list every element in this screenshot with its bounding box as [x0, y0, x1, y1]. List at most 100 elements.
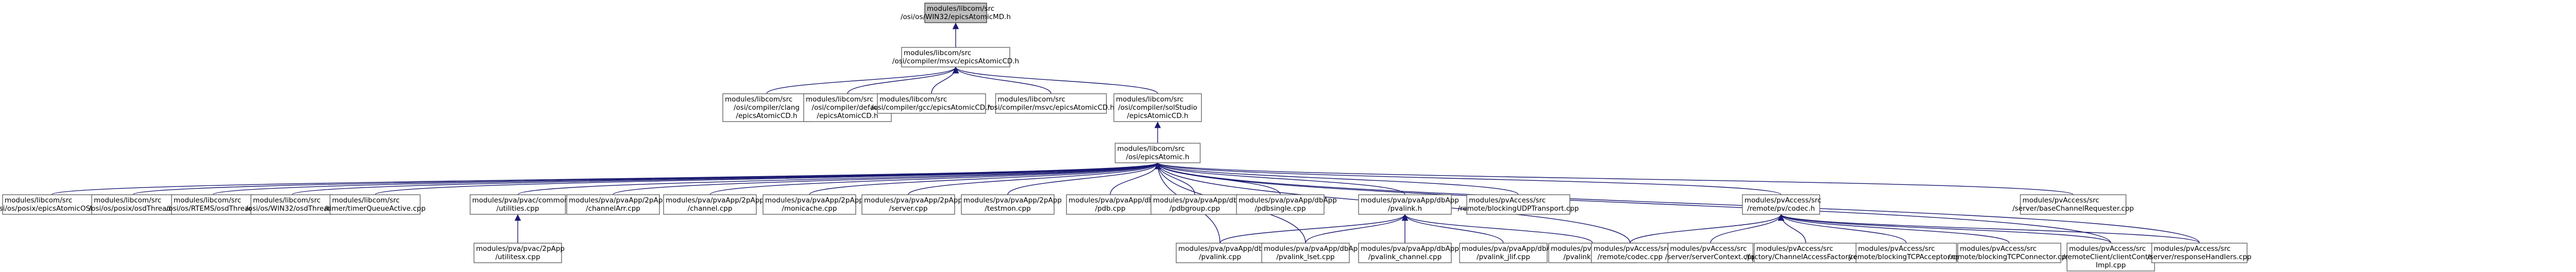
file-node[interactable]: modules/libcom/src/osi/compiler/msvc/epi…: [892, 47, 1019, 67]
include-edge: [809, 162, 1161, 195]
file-node[interactable]: modules/pva/pvaApp/dbApp/pdbgroup.cpp: [1150, 194, 1251, 215]
file-node[interactable]: modules/pva/pvaApp/2pApp/channelArr.cpp: [566, 194, 667, 215]
file-node[interactable]: modules/pvAccess/src/factory/ChannelAcce…: [1745, 243, 1867, 263]
node-box: [1742, 194, 1820, 215]
node-label-line: /server/responseHandlers.cpp: [2147, 253, 2251, 261]
node-label-line: modules/pvAccess/src: [1744, 196, 1821, 205]
node-box: [1113, 93, 1202, 122]
node-label-line: /monicache.cpp: [782, 205, 837, 213]
node-box: [566, 194, 660, 215]
node-box: [762, 194, 856, 215]
file-node[interactable]: modules/libcom/src/osi/os/RTEMS/osdThrea…: [166, 194, 260, 215]
file-node[interactable]: modules/pva/pvaApp/dbApp/pvalink_channel…: [1358, 243, 1459, 263]
node-box: [1754, 243, 1858, 263]
node-label-line: /pdbgroup.cpp: [1170, 205, 1220, 213]
node-label-line: /pvalink_lset.cpp: [1276, 253, 1334, 261]
node-label-line: modules/libcom/src: [879, 95, 947, 104]
node-label-line: modules/pva/pvaApp/2pApp: [864, 196, 962, 205]
file-node[interactable]: modules/pvAccess/src/remote/pv/codec.h: [1742, 194, 1821, 215]
node-box: [1957, 243, 2061, 263]
file-node[interactable]: modules/pva/pvaApp/2pApp/monicache.cpp: [762, 194, 863, 215]
file-node[interactable]: modules/pva/pvac/2pApp/utilitesx.cpp: [473, 243, 565, 263]
file-node[interactable]: modules/libcom/src/osi/epicsAtomic.h: [1114, 143, 1201, 163]
file-nodes: modules/libcom/src/osi/os/WIN32/epicsAto…: [0, 3, 2251, 271]
node-box: [473, 243, 562, 263]
include-edge: [952, 66, 1158, 94]
file-node[interactable]: modules/pvAccess/src/remote/blockingTCPC…: [1948, 243, 2071, 263]
node-box: [877, 93, 986, 114]
file-node[interactable]: modules/pvAccess/src/server/serverContex…: [1665, 243, 1756, 263]
file-node[interactable]: modules/pvAccess/src/server/responseHand…: [2147, 243, 2251, 263]
file-node[interactable]: modules/libcom/src/osi/os/WIN32/osdThrea…: [246, 194, 338, 215]
include-edge: [1155, 162, 2074, 195]
node-label-line: /server/baseChannelRequester.cpp: [2012, 205, 2134, 213]
include-edge: [1155, 162, 2111, 244]
root-file-node[interactable]: modules/libcom/src/osi/os/WIN32/epicsAto…: [901, 3, 1011, 23]
file-node[interactable]: modules/libcom/src/osi/compiler/clang/ep…: [722, 93, 811, 122]
node-label-line: /osi/compiler/clang: [734, 104, 800, 112]
node-label-line: modules/libcom/src: [5, 196, 72, 205]
node-label-line: modules/libcom/src: [927, 5, 994, 13]
file-node[interactable]: modules/pva/pvaApp/dbApp/pvalink.h: [1358, 194, 1459, 215]
include-edge: [1630, 214, 1785, 244]
file-node[interactable]: modules/libcom/src/timer/timerQueueActiv…: [325, 194, 426, 215]
file-node[interactable]: modules/libcom/src/osi/os/posix/osdThrea…: [89, 194, 177, 215]
node-label-line: modules/pvAccess/src: [1469, 196, 1546, 205]
node-label-line: /epicsAtomicCD.h: [817, 112, 878, 120]
node-label-line: modules/pva/pvaApp/dbApp: [1178, 245, 1277, 253]
file-node[interactable]: modules/pva/pvaApp/dbApp/pvalink.cpp: [1176, 243, 1277, 263]
include-edge: [613, 162, 1161, 195]
file-node[interactable]: modules/pva/pvaApp/2pApp/channel.cpp: [663, 194, 764, 215]
file-node[interactable]: modules/pva/pvaApp/dbApp/pdb.cpp: [1066, 194, 1167, 215]
node-label-line: /channelArr.cpp: [586, 205, 640, 213]
file-node[interactable]: modules/pva/pvaApp/2pApp/testmon.cpp: [961, 194, 1062, 215]
node-label-line: modules/pvAccess/src: [1756, 245, 1833, 253]
file-node[interactable]: modules/pva/pvac/common/utilities.cpp: [469, 194, 569, 215]
file-node[interactable]: modules/libcom/src/osi/os/posix/epicsAto…: [0, 194, 110, 215]
node-box: [1066, 194, 1155, 215]
include-edge: [1305, 214, 1409, 244]
node-label-line: /remote/pv/codec.h: [1747, 205, 1815, 213]
node-label-line: modules/pva/pvaApp/2pApp: [666, 196, 764, 205]
file-node[interactable]: modules/libcom/src/osi/compiler/msvc/epi…: [988, 93, 1114, 114]
node-label-line: /osi/epicsAtomic.h: [1126, 153, 1190, 161]
node-box: [961, 194, 1055, 215]
node-label-line: modules/pva/pvaApp/dbApp: [1462, 245, 1560, 253]
file-node[interactable]: modules/libcom/src/osi/compiler/default/…: [803, 93, 892, 122]
node-box: [329, 194, 421, 215]
node-label-line: /pdb.cpp: [1095, 205, 1125, 213]
node-label-line: /osi/compiler/default: [812, 104, 884, 112]
node-label-line: /server/serverContext.cpp: [1665, 253, 1756, 261]
node-box: [1855, 243, 1957, 263]
file-node[interactable]: modules/pvAccess/src/remote/blockingUDPT…: [1458, 194, 1579, 215]
file-node[interactable]: modules/pvAccess/src/server/baseChannelR…: [2012, 194, 2134, 215]
node-box: [722, 93, 811, 122]
node-box: [250, 194, 334, 215]
include-edge: [847, 66, 959, 94]
node-label-line: modules/libcom/src: [174, 196, 241, 205]
file-node[interactable]: modules/pva/pvaApp/dbApp/pvalink_jlif.cp…: [1459, 243, 1560, 263]
node-label-line: /epicsAtomicCD.h: [1127, 112, 1188, 120]
node-label-line: modules/pva/pvaApp/2pApp: [963, 196, 1062, 205]
file-node[interactable]: modules/pvAccess/src/remote/blockingTCPA…: [1848, 243, 1964, 263]
include-edge: [1007, 162, 1161, 195]
file-node[interactable]: modules/pvAccess/src/remote/codec.cpp: [1591, 243, 1670, 263]
node-box: [803, 93, 892, 122]
file-node[interactable]: modules/pva/pvaApp/dbApp/pdbsingle.cpp: [1236, 194, 1337, 215]
file-node[interactable]: modules/libcom/src/osi/compiler/solStudi…: [1113, 93, 1202, 122]
node-box: [1261, 243, 1350, 263]
include-edge: [908, 162, 1161, 195]
node-box: [1358, 194, 1452, 215]
file-node[interactable]: modules/libcom/src/osi/compiler/gcc/epic…: [871, 93, 992, 114]
file-node[interactable]: modules/pva/pvaApp/2pApp/server.cpp: [861, 194, 962, 215]
node-label-line: /pvalink.cpp: [1199, 253, 1241, 261]
file-node[interactable]: modules/pva/pvaApp/dbApp/pvalink_lset.cp…: [1261, 243, 1362, 263]
node-label-line: modules/pvAccess/src: [1858, 245, 1935, 253]
node-label-line: modules/libcom/src: [332, 196, 400, 205]
node-label-line: /osi/os/WIN32/osdThread.c: [246, 205, 338, 213]
include-edge: [1778, 214, 2200, 244]
file-node[interactable]: modules/pvAccess/src/remoteClient/client…: [2063, 243, 2159, 271]
node-label-line: modules/pvAccess/src: [2154, 245, 2231, 253]
node-box: [1176, 243, 1264, 263]
